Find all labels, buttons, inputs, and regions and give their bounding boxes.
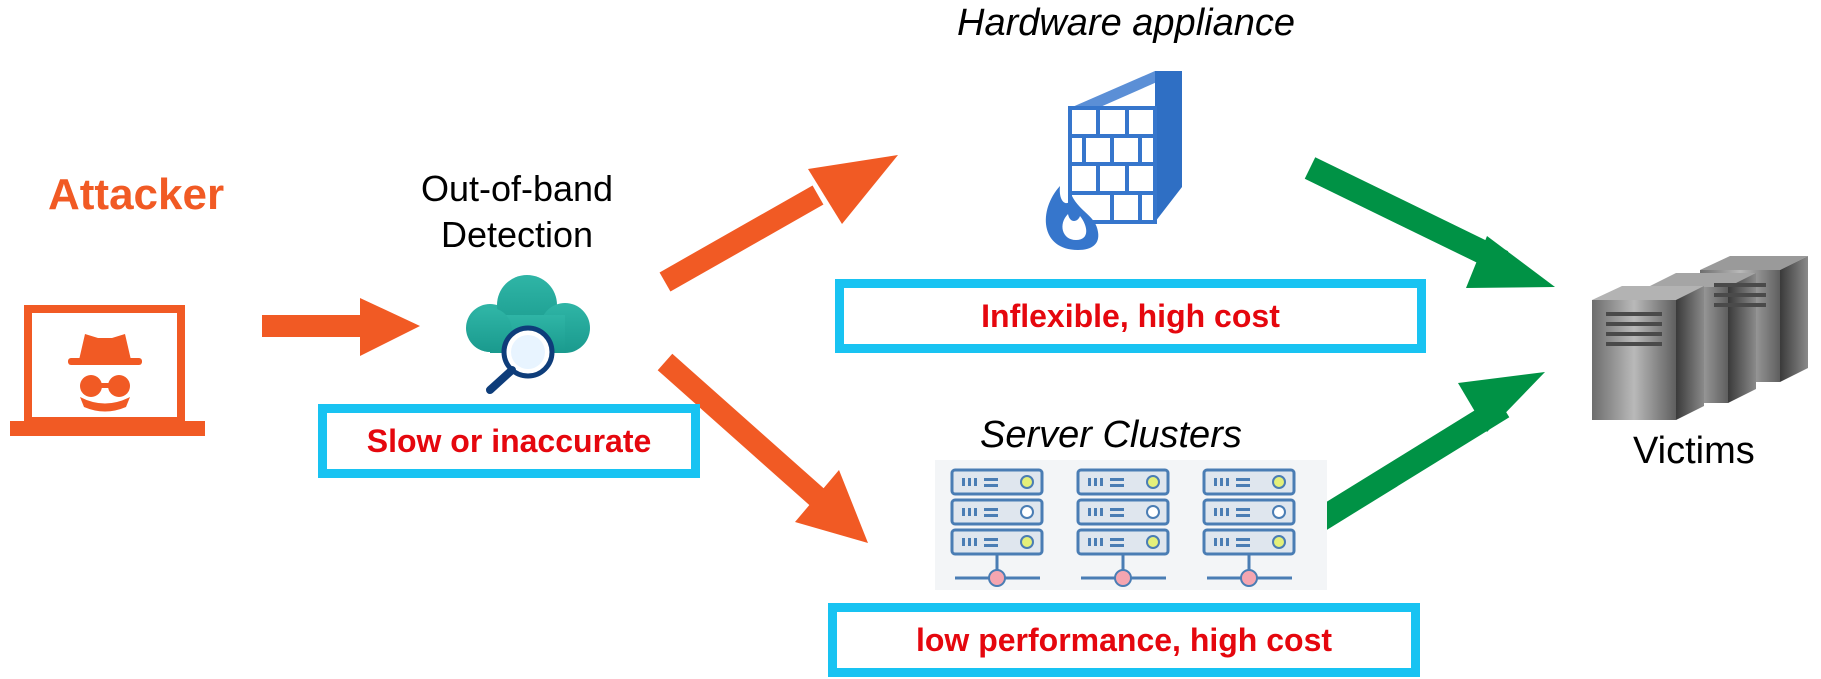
detection-label: Out-of-band Detection [392,166,642,258]
detection-issue-text: Slow or inaccurate [366,422,652,459]
hardware-label: Hardware appliance [957,2,1295,44]
hardware-issue-box: Inflexible, high cost [835,279,1426,353]
server-rack-icon [935,460,1327,590]
detection-label-line2: Detection [440,214,594,255]
hacker-laptop-icon [10,305,205,436]
servers-issue-text: low performance, high cost [915,621,1333,658]
attack-arrow-to-detection [262,298,420,356]
detection-label-line1: Out-of-band [420,168,614,209]
victims-label: Victims [1633,430,1755,472]
attacker-label: Attacker [48,170,225,219]
hardware-issue-text: Inflexible, high cost [981,297,1280,334]
firewall-icon [1045,71,1182,250]
servers-label: Server Clusters [980,414,1242,456]
detection-issue-box: Slow or inaccurate [318,404,700,478]
attack-arrow-to-hardware [659,155,898,292]
cloud-search-icon [466,275,590,394]
servers-issue-box: low performance, high cost [828,603,1420,677]
traffic-arrow-hardware-to-victims [1304,157,1555,288]
attack-arrow-to-servers [657,353,868,543]
server-towers-icon [1592,256,1808,420]
traffic-arrow-servers-to-victims [1313,372,1545,531]
